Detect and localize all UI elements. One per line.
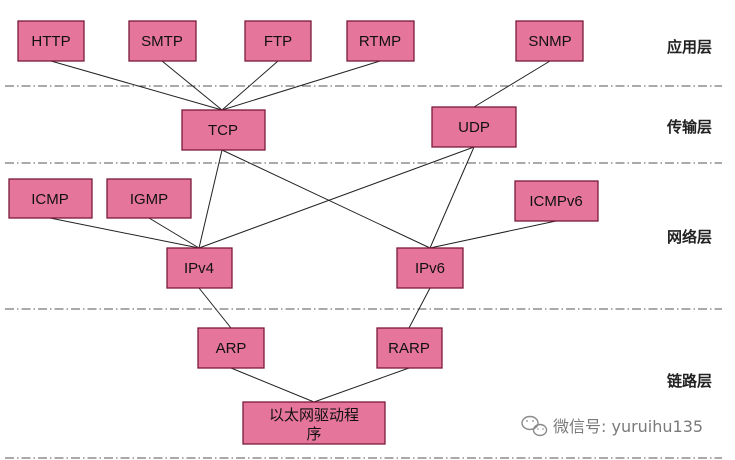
node-ipv4: IPv4 [166,247,233,289]
node-label-ipv6: IPv6 [415,260,445,277]
node-ethernet-driver: 以太网驱动程 序 [242,401,386,445]
node-http: HTTP [17,20,85,62]
node-label-icmp: ICMP [31,191,69,208]
node-label-igmp: IGMP [130,191,168,208]
edge-igmp-ipv4 [148,217,200,249]
edge-udp-ipv6 [429,146,475,249]
edge-icmpv6-ipv6 [429,220,557,249]
node-label-ftp: FTP [264,33,292,50]
edge-rtmp-tcp [221,60,381,111]
node-rtmp: RTMP [346,20,415,62]
edge-udp-ipv4 [198,146,475,249]
watermark-text: 微信号: yuruihu135 [553,417,703,436]
watermark: 微信号: yuruihu135 [521,415,703,437]
node-label-smtp: SMTP [141,33,183,50]
edges [49,60,557,403]
edge-snmp-udp [473,60,551,108]
node-label-icmpv6: ICMPv6 [529,193,582,210]
node-rarp: RARP [376,327,443,369]
edge-ipv6-rarp [408,287,431,329]
node-label-arp: ARP [216,340,247,357]
node-udp: UDP [431,106,517,148]
node-tcp: TCP [181,109,266,151]
layer-label-link: 链路层 [667,372,712,390]
node-label-ethernet-driver-line2: 序 [306,426,321,443]
node-icmp: ICMP [8,178,93,219]
edge-icmp-ipv4 [49,217,200,249]
node-label-udp: UDP [458,119,490,136]
wechat-icon [521,415,548,437]
edge-http-tcp [50,60,223,111]
edge-smtp-tcp [161,60,223,111]
edge-ipv4-arp [198,287,232,329]
node-label-rtmp: RTMP [359,33,401,50]
node-label-ipv4: IPv4 [184,260,214,277]
layer-label-network: 网络层 [667,228,712,246]
node-snmp: SNMP [515,20,584,62]
edge-rarp-ethernet-driver [313,367,410,403]
node-label-rarp: RARP [388,340,430,357]
node-ftp: FTP [244,20,312,62]
node-ipv6: IPv6 [396,247,464,289]
node-smtp: SMTP [128,20,197,62]
node-icmpv6: ICMPv6 [514,180,599,222]
node-label-tcp: TCP [208,122,238,139]
node-igmp: IGMP [106,178,192,219]
edge-tcp-ipv6 [221,149,431,249]
node-label-snmp: SNMP [528,33,571,50]
edge-tcp-ipv4 [198,149,223,249]
edge-ftp-tcp [221,60,279,111]
layer-label-application: 应用层 [667,38,712,56]
node-label-ethernet-driver-line1: 以太网驱动程 [269,407,359,424]
edge-arp-ethernet-driver [230,367,315,403]
node-arp: ARP [197,327,265,369]
layer-label-transport: 传输层 [666,118,712,136]
node-label-http: HTTP [31,33,70,50]
